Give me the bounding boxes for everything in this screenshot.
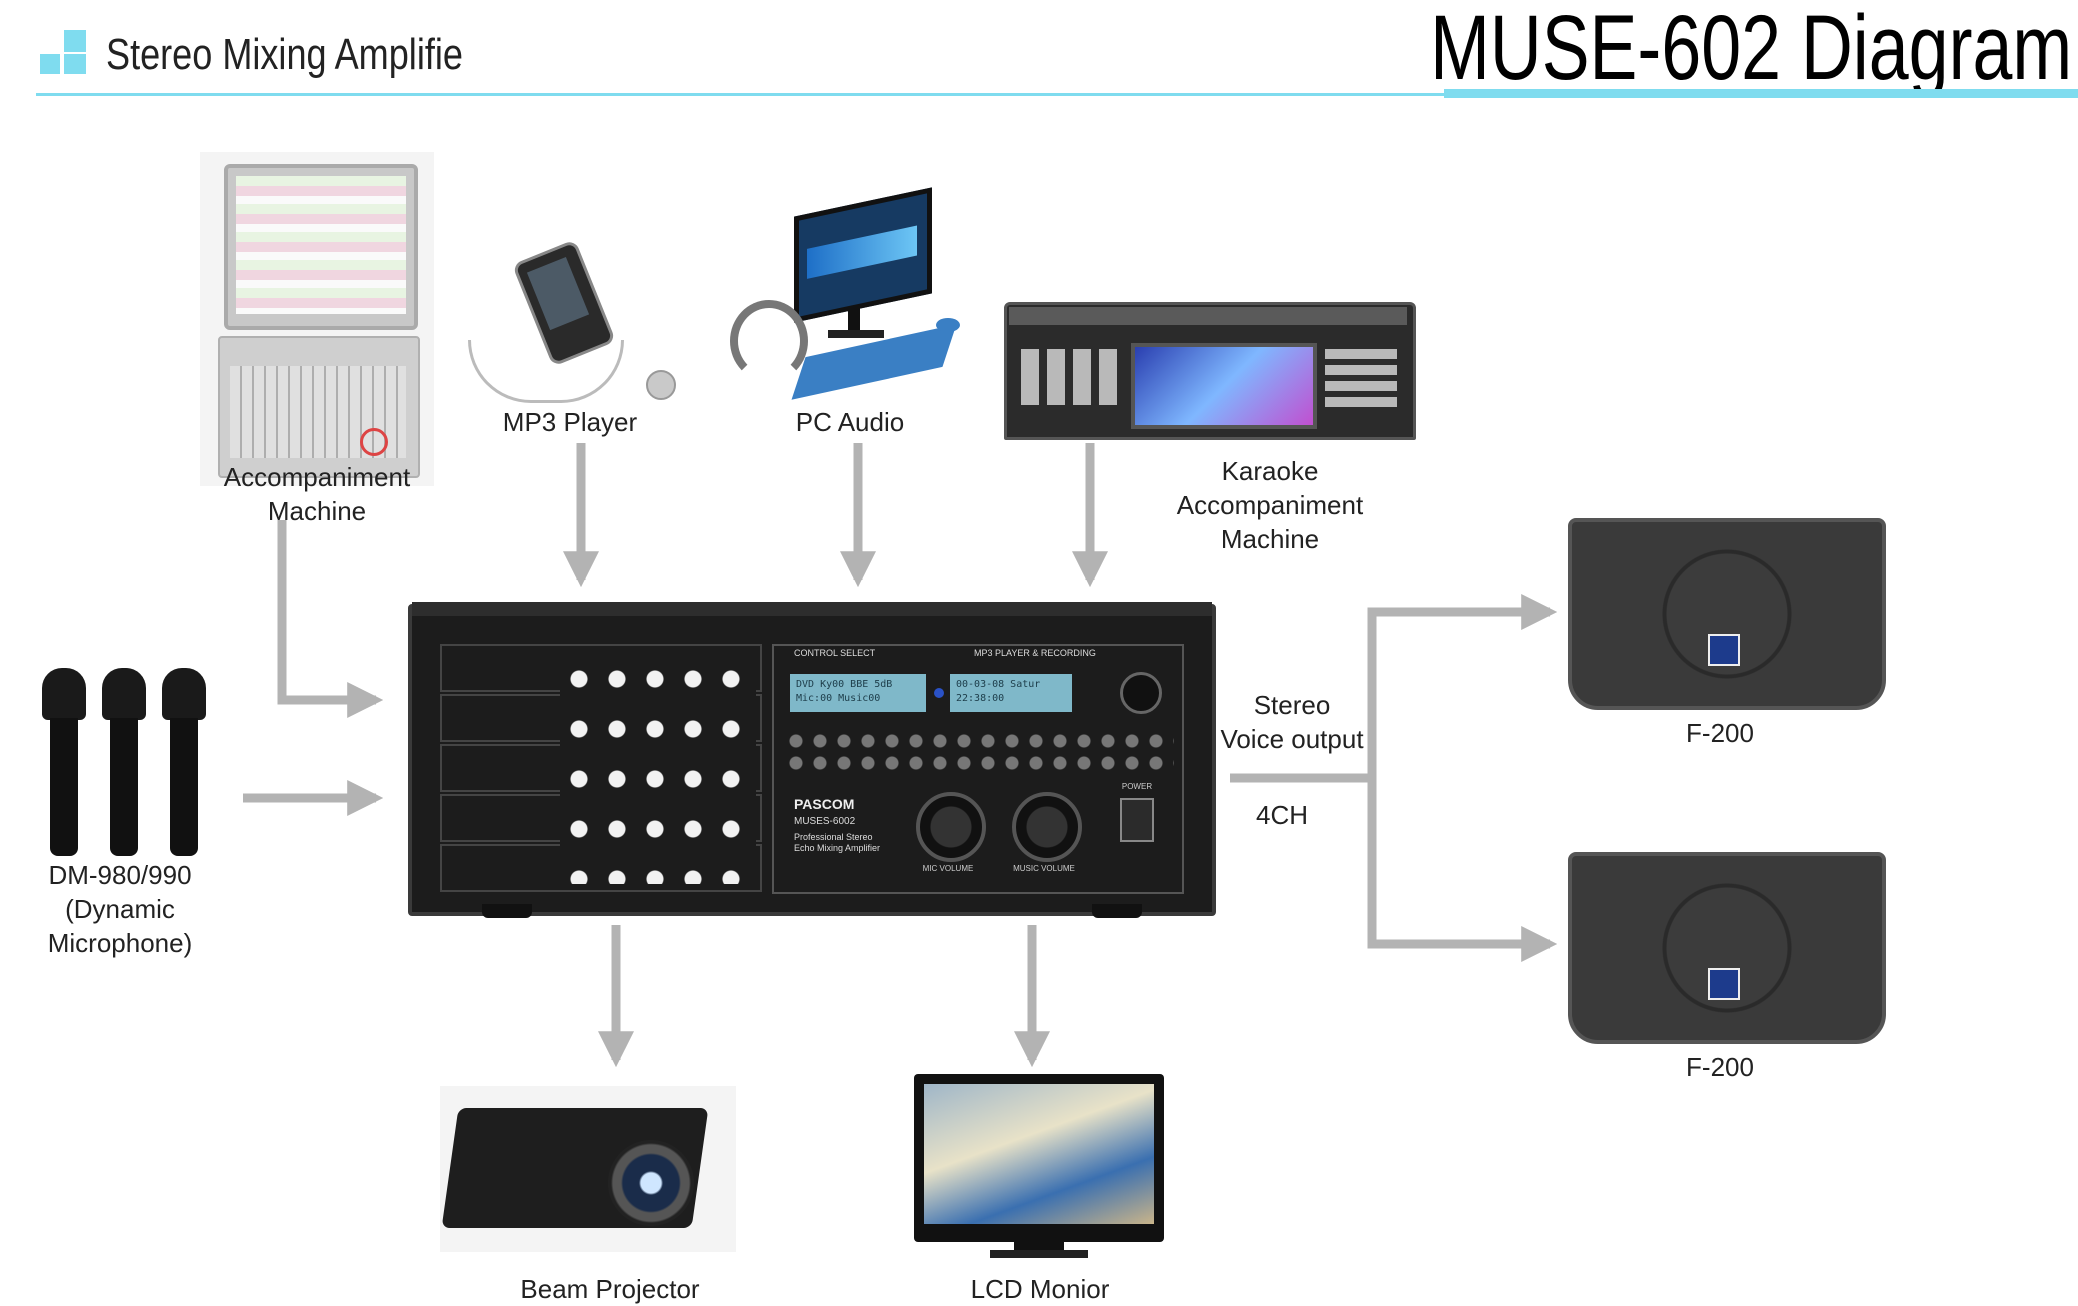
microphone-icon xyxy=(162,668,206,856)
mic-volume-label: MIC VOLUME xyxy=(922,864,974,873)
label-output-channels: 4CH xyxy=(1255,800,1308,830)
amplifier-lcd: DVD Ky00 BBE 5dB Mic:00 Music00 xyxy=(790,674,926,712)
label-pc-audio: PC Audio xyxy=(795,407,905,437)
laptop-screen-icon xyxy=(236,176,406,314)
volume-knob-top xyxy=(1120,672,1162,714)
label-beam-projector: Beam Projector xyxy=(520,1274,700,1304)
mp3-player-image xyxy=(462,239,682,410)
monitor-icon xyxy=(794,187,932,323)
diagram-title: MUSE-602 Diagram xyxy=(1429,0,2072,99)
label-speaker-bottom: F-200 xyxy=(1686,1052,1754,1082)
speaker-bottom-image xyxy=(1568,852,1886,1044)
header-logo-icon xyxy=(36,30,92,74)
label-accompaniment-machine: Accompaniment Machine xyxy=(223,462,411,526)
amplifier-unit: CONTROL SELECT MP3 PLAYER & RECORDING DV… xyxy=(408,602,1216,918)
amplifier-control-panel: CONTROL SELECT MP3 PLAYER & RECORDING DV… xyxy=(772,644,1184,894)
header-divider-thick xyxy=(1444,89,2078,98)
earphone-icon xyxy=(468,340,624,403)
label-microphone-type: (Dynamic Microphone) xyxy=(47,894,193,958)
clock-line-2: 22:38:00 xyxy=(956,693,1005,704)
microphone-icon xyxy=(42,668,86,856)
laptop-image xyxy=(200,152,434,486)
music-volume-label: MUSIC VOLUME xyxy=(1013,864,1075,873)
projector-lens-icon xyxy=(608,1140,694,1226)
channel-strips xyxy=(440,644,762,892)
pc-audio-image xyxy=(730,187,970,410)
clock-lcd: 00-03-08 Satur 22:38:00 xyxy=(950,674,1072,712)
projector-image xyxy=(440,1086,736,1252)
lcd-screen-icon xyxy=(924,1084,1154,1224)
diagram-subtitle: Stereo Mixing Amplifie xyxy=(106,30,463,79)
music-volume-knob xyxy=(1012,792,1082,862)
lcd-monitor-image xyxy=(914,1074,1164,1260)
speaker-logo-icon xyxy=(1708,968,1740,1000)
arrow-speaker-bottom xyxy=(1367,778,1558,962)
section-control-select: CONTROL SELECT xyxy=(794,648,876,658)
clock-line-1: 00-03-08 Satur xyxy=(956,679,1041,690)
amplifier-model: MUSES-6002 xyxy=(794,816,856,827)
button-grid xyxy=(784,730,1174,776)
microphones-image xyxy=(36,668,216,856)
label-microphone-model: DM-980/990 xyxy=(48,860,192,890)
speaker-logo-icon xyxy=(1708,634,1740,666)
headphone-icon xyxy=(730,300,808,382)
power-label: POWER xyxy=(1121,782,1153,791)
mic-volume-knob xyxy=(916,792,986,862)
microphone-icon xyxy=(102,668,146,856)
arrow-accompaniment xyxy=(277,520,384,718)
lcd-line-2: Mic:00 Music00 xyxy=(796,693,881,704)
karaoke-machine-image xyxy=(1004,302,1416,440)
speaker-top-image xyxy=(1568,518,1886,710)
amplifier-brand: PASCOM xyxy=(794,796,855,812)
section-mp3-recording: MP3 PLAYER & RECORDING xyxy=(974,648,1096,658)
amplifier-description: Professional Stereo Echo Mixing Amplifie… xyxy=(794,832,881,853)
karaoke-screen-icon xyxy=(1131,343,1317,429)
lcd-line-1: DVD Ky00 BBE 5dB xyxy=(796,679,893,690)
arrow-speaker-top xyxy=(1367,594,1558,944)
label-lcd-monitor: LCD Monior xyxy=(970,1274,1110,1304)
label-speaker-top: F-200 xyxy=(1686,718,1754,748)
label-stereo-output: Stereo Voice output xyxy=(1220,690,1364,754)
label-karaoke-machine: Karaoke Accompaniment Machine xyxy=(1176,456,1364,554)
label-mp3-player: MP3 Player xyxy=(502,407,638,437)
header-divider-thin xyxy=(36,93,1446,96)
power-switch xyxy=(1120,798,1154,842)
